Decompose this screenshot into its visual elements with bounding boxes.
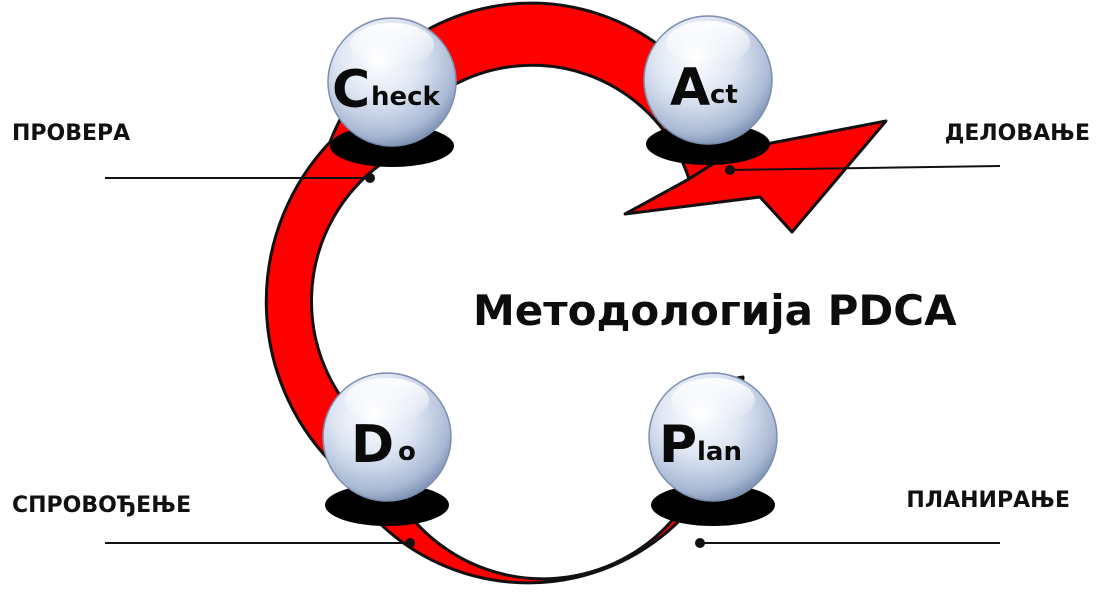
act-big-letter: A [670,58,710,118]
leader-line-act [729,165,1001,171]
leader-dot-do [405,538,415,548]
label-plan: ПЛАНИРАЊЕ [906,488,1070,513]
leader-dot-plan [695,538,705,548]
leader-lines [105,165,1001,544]
label-do: СПРОВОЂЕЊЕ [12,493,191,518]
sphere-act: A ct [643,15,773,145]
sphere-check: C heck [327,17,457,147]
check-small-letters: heck [371,82,441,112]
act-small-letters: ct [710,80,738,110]
leader-dots [365,165,735,548]
leader-dot-check [365,173,375,183]
label-act: ДЕЛОВАЊЕ [945,121,1090,146]
do-small-letters: o [398,437,416,467]
base-do [325,484,449,526]
plan-big-letter: P [659,415,697,475]
cycle-arrow-head [623,119,888,234]
check-big-letter: C [332,60,370,120]
sphere-do: D o [322,372,452,502]
sphere-plan: P lan [648,372,778,502]
diagram-title: Методологија PDCA [473,286,957,335]
base-plan [651,484,775,526]
plan-small-letters: lan [697,437,742,467]
label-check: ПРОВЕРА [12,121,130,146]
leader-dot-act [725,165,735,175]
do-big-letter: D [351,415,394,475]
